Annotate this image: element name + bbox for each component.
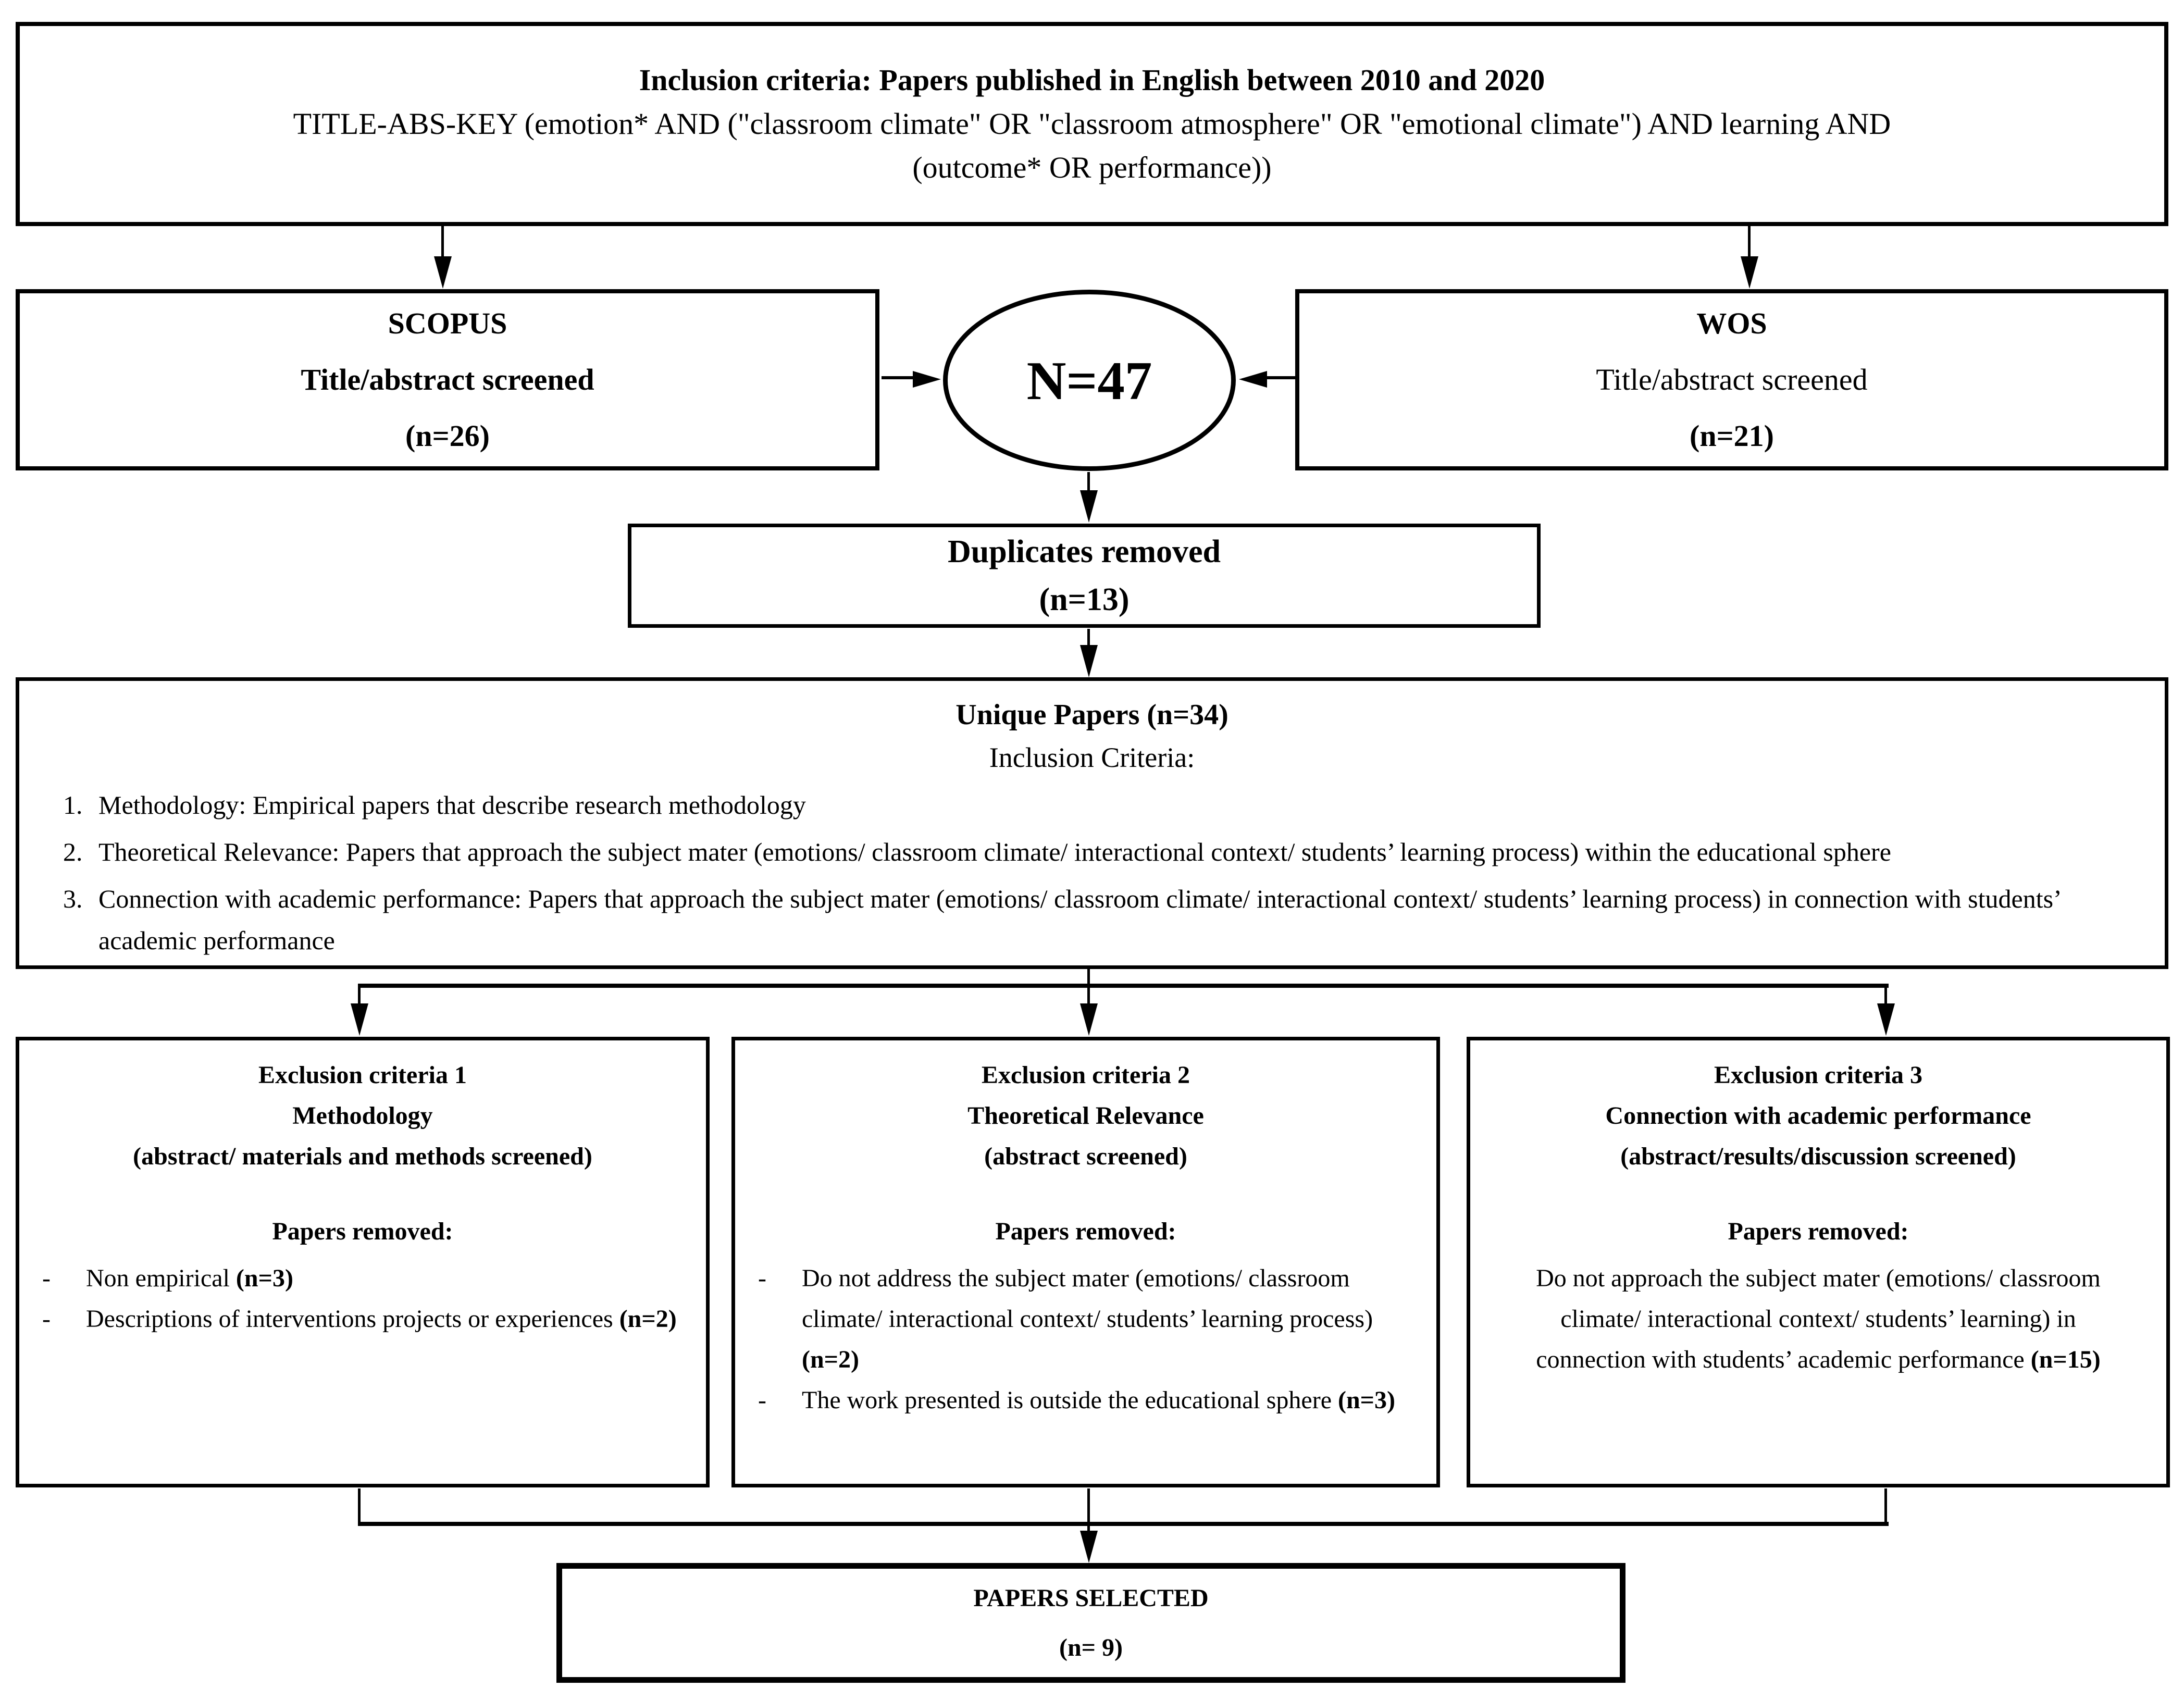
- exclusion1-removed-label: Papers removed:: [272, 1218, 453, 1245]
- exclusion2-removed-label: Papers removed:: [995, 1218, 1176, 1245]
- scopus-name: SCOPUS: [388, 306, 507, 340]
- wos-screened: Title/abstract screened: [1596, 363, 1868, 396]
- duplicates-label: Duplicates removed: [947, 534, 1221, 569]
- exclusion3-subtitle: Connection with academic performance: [1605, 1102, 2031, 1130]
- merge-right-line: [1884, 1488, 1887, 1523]
- selected-label: PAPERS SELECTED: [973, 1584, 1209, 1612]
- branch-right-line: [1884, 987, 1887, 1006]
- selected-count: (n= 9): [1059, 1634, 1123, 1661]
- list-item: 2. Theoretical Relevance: Papers that ap…: [19, 831, 2165, 873]
- dash-bullet-icon: -: [758, 1386, 766, 1414]
- exclusion2-subtitle: Theoretical Relevance: [967, 1102, 1204, 1130]
- list-item-text: Non empirical: [86, 1264, 236, 1292]
- exclusion3-screened: (abstract/results/discussion screened): [1620, 1143, 2016, 1170]
- arrow-down-icon: [1080, 1003, 1098, 1036]
- exclusion3-title: Exclusion criteria 3: [1714, 1061, 1922, 1089]
- exclusion2-screened: (abstract screened): [984, 1143, 1187, 1170]
- exclusion-criteria-3-box: Exclusion criteria 3 Connection with aca…: [1467, 1037, 2170, 1487]
- list-item: Do not approach the subject mater (emoti…: [1470, 1258, 2166, 1380]
- merge-middle-line: [1087, 1488, 1090, 1523]
- merge-horizontal-line: [358, 1522, 1889, 1526]
- inclusion-criteria-subtitle: Inclusion Criteria:: [989, 742, 1195, 773]
- papers-selected-box: PAPERS SELECTED (n= 9): [556, 1563, 1625, 1683]
- exclusion1-title: Exclusion criteria 1: [258, 1061, 467, 1089]
- connector-ellipse-to-duplicates-line: [1087, 472, 1090, 492]
- exclusion-criteria-1-box: Exclusion criteria 1 Methodology (abstra…: [16, 1037, 710, 1487]
- exclusion2-title: Exclusion criteria 2: [982, 1061, 1190, 1089]
- duplicates-count: (n=13): [1039, 582, 1130, 617]
- list-item: - Descriptions of interventions projects…: [19, 1299, 706, 1339]
- arrow-down-icon: [434, 256, 452, 289]
- list-item-count: (n=2): [802, 1346, 860, 1373]
- list-item-text: The work presented is outside the educat…: [802, 1386, 1338, 1414]
- list-item-text: Do not approach the subject mater (emoti…: [1536, 1264, 2101, 1373]
- arrow-down-icon: [351, 1003, 368, 1036]
- branch-left-line: [358, 987, 361, 1006]
- arrow-right-icon: [913, 371, 941, 388]
- exclusion-criteria-2-box: Exclusion criteria 2 Theoretical Relevan…: [731, 1037, 1440, 1487]
- branch-stem-line: [1087, 969, 1090, 985]
- list-item-number: 2.: [63, 837, 83, 866]
- list-item-count: (n=3): [1338, 1386, 1396, 1414]
- unique-papers-title: Unique Papers (n=34): [955, 699, 1228, 731]
- list-item: - Do not address the subject mater (emot…: [735, 1258, 1436, 1380]
- scopus-box: SCOPUS Title/abstract screened (n=26): [16, 289, 879, 470]
- arrow-down-icon: [1080, 1531, 1098, 1563]
- exclusion1-items: - Non empirical (n=3) - Descriptions of …: [19, 1258, 706, 1339]
- list-item-text: Theoretical Relevance: Papers that appro…: [98, 837, 1891, 866]
- wos-box: WOS Title/abstract screened (n=21): [1295, 289, 2168, 470]
- branch-horizontal-line: [358, 984, 1889, 988]
- inclusion-criteria-title: Inclusion criteria: Papers published in …: [639, 63, 1545, 97]
- connector-to-selected-line: [1087, 1526, 1090, 1533]
- search-query-line2: (outcome* OR performance)): [912, 151, 1272, 184]
- branch-middle-line: [1087, 987, 1090, 1006]
- list-item: 3. Connection with academic performance:…: [19, 878, 2165, 961]
- list-item-count: (n=3): [235, 1264, 293, 1292]
- list-item-text: Connection with academic performance: Pa…: [98, 884, 2060, 955]
- arrow-left-icon: [1239, 371, 1267, 388]
- list-item-text: Descriptions of interventions projects o…: [86, 1305, 619, 1333]
- scopus-screened: Title/abstract screened: [301, 363, 594, 396]
- connector-wos-to-ellipse-line: [1267, 376, 1296, 379]
- arrow-down-icon: [1877, 1003, 1895, 1036]
- exclusion1-subtitle: Methodology: [292, 1102, 433, 1130]
- connector-scopus-to-ellipse-line: [882, 376, 914, 379]
- exclusion1-screened: (abstract/ materials and methods screene…: [133, 1143, 592, 1170]
- arrow-down-icon: [1080, 645, 1098, 677]
- connector-top-to-scopus-line: [441, 226, 444, 257]
- unique-papers-box: Unique Papers (n=34) Inclusion Criteria:…: [16, 677, 2168, 969]
- search-query-line1: TITLE-ABS-KEY (emotion* AND ("classroom …: [293, 107, 1891, 141]
- inclusion-criteria-box: Inclusion criteria: Papers published in …: [16, 22, 2168, 226]
- merge-left-line: [358, 1488, 361, 1523]
- dash-bullet-icon: -: [42, 1264, 51, 1292]
- duplicates-removed-box: Duplicates removed (n=13): [628, 524, 1541, 628]
- arrow-down-icon: [1080, 490, 1098, 523]
- wos-name: WOS: [1696, 306, 1767, 340]
- scopus-count: (n=26): [405, 419, 490, 453]
- dash-bullet-icon: -: [758, 1264, 766, 1292]
- list-item-count: (n=2): [619, 1305, 677, 1333]
- total-papers-label: N=47: [1026, 350, 1152, 411]
- list-item-number: 3.: [63, 884, 83, 913]
- exclusion3-removed-label: Papers removed:: [1728, 1218, 1909, 1245]
- wos-count: (n=21): [1690, 419, 1774, 453]
- list-item-number: 1.: [63, 790, 83, 820]
- inclusion-criteria-list: 1. Methodology: Empirical papers that de…: [19, 784, 2165, 966]
- list-item: - Non empirical (n=3): [19, 1258, 706, 1299]
- list-item-text: Do not address the subject mater (emotio…: [802, 1264, 1373, 1333]
- exclusion2-items: - Do not address the subject mater (emot…: [735, 1258, 1436, 1421]
- connector-top-to-wos-line: [1748, 226, 1751, 257]
- total-papers-ellipse: N=47: [943, 290, 1236, 471]
- dash-bullet-icon: -: [42, 1305, 51, 1333]
- list-item: 1. Methodology: Empirical papers that de…: [19, 784, 2165, 826]
- arrow-down-icon: [1741, 256, 1758, 289]
- connector-duplicates-to-unique-line: [1087, 629, 1090, 647]
- list-item-text: Methodology: Empirical papers that descr…: [98, 790, 806, 820]
- list-item-count: (n=15): [2030, 1346, 2101, 1373]
- list-item: - The work presented is outside the educ…: [735, 1380, 1436, 1421]
